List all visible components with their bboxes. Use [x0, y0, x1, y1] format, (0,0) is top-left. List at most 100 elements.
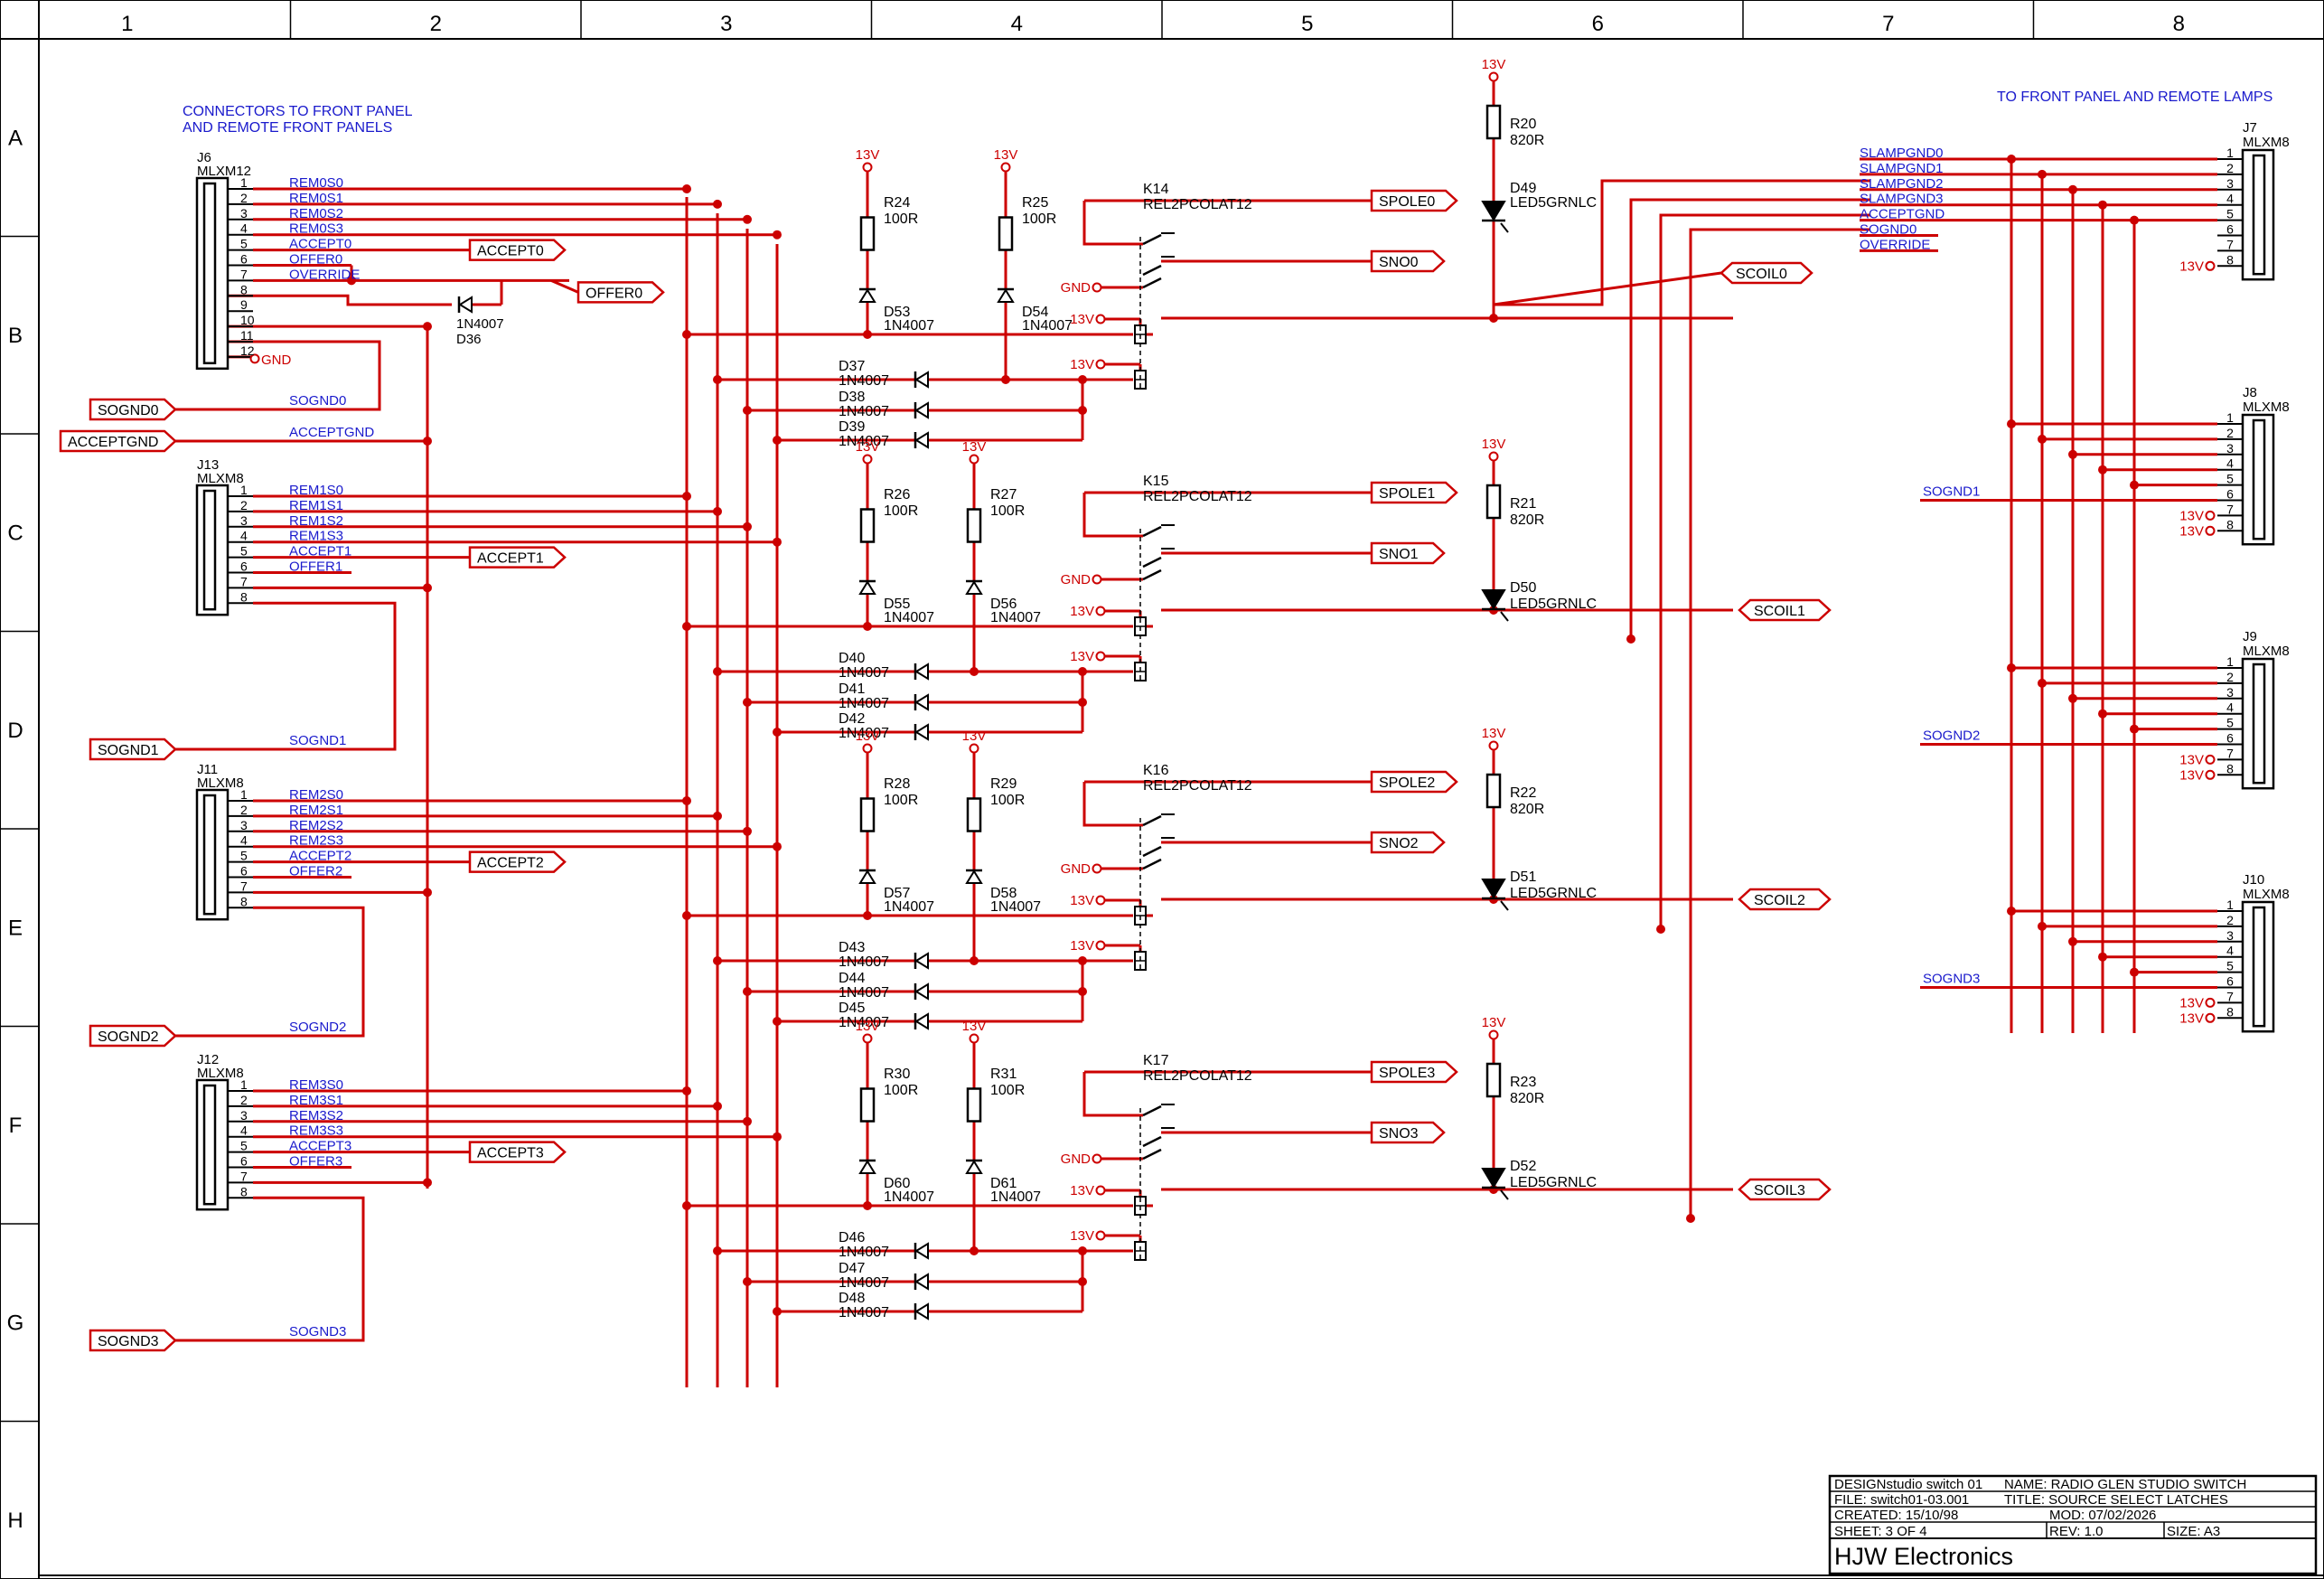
resistor-R21 — [1485, 484, 1502, 520]
R26-ref: R26 — [884, 487, 910, 503]
pin-J9-3-num: 3 — [2226, 685, 2234, 700]
diode-D56 — [965, 580, 983, 595]
relay-K16-contact-3 — [1142, 858, 1162, 870]
connector-J9 — [2241, 657, 2275, 790]
net-J12-REM3S3: REM3S3 — [289, 1123, 343, 1139]
pin-J11-7-num: 7 — [240, 879, 248, 893]
net-J7-SLAMPGND3: SLAMPGND3 — [1860, 192, 1944, 207]
pwr-J9-8 — [2205, 769, 2216, 780]
relay-K14-contact-3 — [1142, 277, 1162, 289]
net-SOGND1: SOGND1 — [289, 733, 346, 748]
D54-val: 1N4007 — [1022, 318, 1073, 334]
pin-J11-3-num: 3 — [240, 818, 248, 832]
D50-type: LED5GRNLC — [1510, 597, 1597, 612]
junction-dot — [773, 1132, 782, 1142]
D42-ref: D42 — [839, 711, 865, 727]
D58-val: 1N4007 — [990, 899, 1041, 915]
junction-dot — [743, 1116, 752, 1126]
relay-K15-contact-2 — [1142, 556, 1162, 569]
port-SCOIL0-text: SCOIL0 — [1736, 267, 1787, 282]
D47-ref: D47 — [839, 1261, 865, 1276]
junction-dot — [863, 330, 872, 339]
pwr-R20 — [1488, 71, 1499, 82]
led-D50 — [1481, 589, 1506, 610]
pin-J7-6-num: 6 — [2226, 222, 2234, 237]
pin-J6-3-num: 3 — [240, 206, 248, 221]
net-J6-ACCEPT0: ACCEPT0 — [289, 237, 351, 252]
tb-created: CREATED: 15/10/98 — [1834, 1508, 1958, 1523]
R29-val: 100R — [990, 793, 1025, 808]
D37-ref: D37 — [839, 359, 865, 374]
port-SOGND2-text: SOGND2 — [98, 1029, 159, 1045]
resistor-R22 — [1485, 773, 1502, 809]
offer0-stub — [550, 279, 579, 294]
tb-name: NAME: RADIO GLEN STUDIO SWITCH — [2004, 1477, 2246, 1492]
sognd0-wire — [228, 340, 381, 411]
j6-gnd-label: GND — [261, 352, 292, 368]
port-SCOIL1 — [1738, 598, 1832, 622]
diode-D60 — [858, 1160, 876, 1174]
diode-D55 — [858, 580, 876, 595]
junction-dot — [743, 1277, 752, 1286]
pwr-R27 — [969, 454, 979, 465]
R23-val: 820R — [1510, 1091, 1544, 1106]
grid-row-label-E: E — [8, 916, 23, 940]
pin-J6-2-num: 2 — [240, 191, 248, 205]
D44-ref: D44 — [839, 971, 865, 986]
conn-J13-ref: J13 — [197, 457, 219, 473]
pwr-R27-text: 13V — [962, 439, 987, 455]
D47-val: 1N4007 — [839, 1275, 889, 1291]
grid-col-label-1: 1 — [121, 12, 133, 36]
parts-layer — [59, 71, 2275, 1352]
pwr-J8-7 — [2205, 510, 2216, 521]
net-J13-REM1S3: REM1S3 — [289, 529, 343, 544]
junction-dot — [773, 1017, 782, 1026]
junction-dot — [713, 1246, 722, 1255]
R28-val: 100R — [884, 793, 918, 808]
net-J13-REM1S1: REM1S1 — [289, 498, 343, 513]
D43-ref: D43 — [839, 940, 865, 955]
D60-val: 1N4007 — [884, 1189, 934, 1205]
slamp0-wire — [1494, 179, 1870, 306]
pwr-coil-b-2-text: 13V — [1070, 938, 1094, 954]
pwr-coil-a-3 — [1095, 1185, 1106, 1196]
pwr-R22 — [1488, 740, 1499, 751]
tb-mod: MOD: 07/02/2026 — [2049, 1508, 2156, 1523]
port-SNO1 — [1370, 541, 1446, 565]
port-SPOLE1-text: SPOLE1 — [1379, 486, 1435, 502]
diode-D36 — [458, 296, 473, 314]
port-SOGND1 — [89, 738, 177, 761]
gnd-K15-text: GND — [1061, 572, 1092, 587]
grid-col-label-3: 3 — [720, 12, 732, 36]
pin-J11-5-num: 5 — [240, 849, 248, 863]
R25-val: 100R — [1022, 211, 1056, 227]
connector-J11-inner — [202, 794, 217, 916]
D38-val: 1N4007 — [839, 404, 889, 419]
conn-J8-ref: J8 — [2243, 385, 2257, 400]
gnd-K16 — [1092, 863, 1102, 874]
grid-row-label-G: G — [7, 1311, 24, 1335]
conn-J11-ref: J11 — [197, 762, 218, 777]
pin-J6-5-num: 5 — [240, 237, 248, 251]
diode-D54 — [997, 288, 1015, 303]
grid-row-label-D: D — [7, 719, 23, 743]
relay-K17-contact-2 — [1142, 1135, 1162, 1148]
conn-J12-ref: J12 — [197, 1052, 219, 1067]
pwr-J8-8 — [2205, 525, 2216, 536]
R22-val: 820R — [1510, 802, 1544, 817]
junction-dot — [682, 911, 691, 920]
port-ACCEPT3-text: ACCEPT3 — [477, 1146, 544, 1161]
resistor-R25 — [998, 216, 1014, 251]
pin-J6-12-num: 12 — [240, 343, 255, 358]
D56-val: 1N4007 — [990, 610, 1041, 625]
pwr-coil-b-3-text: 13V — [1070, 1228, 1094, 1244]
net-J7-SLAMPGND2: SLAMPGND2 — [1860, 176, 1944, 192]
pin-J11-1-num: 1 — [240, 787, 248, 802]
pwr-coil-b-3 — [1095, 1230, 1106, 1241]
slamp2-wire — [1659, 213, 1870, 929]
pwr-R24-text: 13V — [856, 147, 880, 163]
resistor-R20 — [1485, 104, 1502, 140]
junction-dot — [743, 698, 752, 707]
pin-J7-7-num: 7 — [2226, 237, 2234, 251]
